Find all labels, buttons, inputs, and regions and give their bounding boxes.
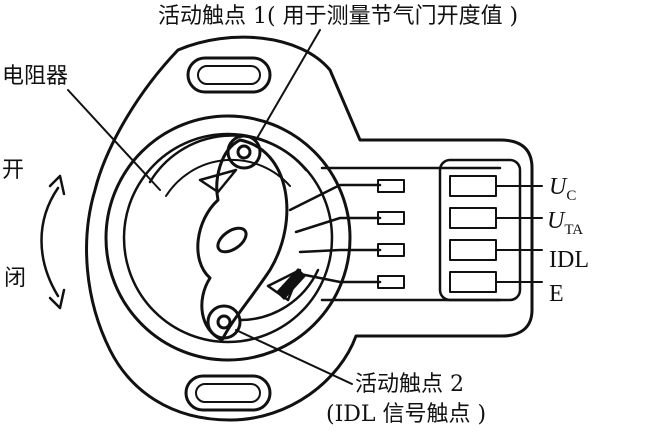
rotor-cam (196, 138, 289, 342)
pin-terminal-uc (377, 179, 405, 193)
leader-resistor (67, 89, 161, 191)
leader-contact1 (255, 29, 321, 141)
rotor-slot (216, 226, 248, 254)
contact1-pivot (226, 134, 262, 170)
inner-chamber-inner (122, 132, 334, 344)
connector-shroud (438, 158, 522, 302)
pin-blade-uta (449, 207, 497, 229)
leader-contact2 (235, 329, 353, 385)
label-close: 闭 (4, 266, 27, 291)
label-contact2: 活动触点 2 (355, 372, 464, 397)
pin-label-idl: IDL (549, 247, 589, 273)
trace-uta (294, 216, 382, 234)
bottom-mount-slot-inner (195, 383, 261, 403)
pin-label-e: E (549, 281, 564, 307)
resistor-track-outer (148, 134, 308, 184)
pin-label-uc: UC (549, 175, 576, 204)
label-contact2-note: (IDL 信号触点 ) (326, 402, 487, 427)
sensor-housing (85, 35, 534, 422)
inner-chamber-outer (104, 114, 352, 362)
trace-uc (288, 183, 382, 212)
pin-blade-uc (449, 175, 497, 197)
pin-terminal-e (377, 275, 405, 289)
contact1-pivot-hole (236, 144, 252, 160)
label-contact1: 活动触点 1( 用于测量节气门开度值 ) (158, 4, 519, 29)
pin-blade-e (449, 271, 497, 293)
pin-uta-sub: TA (564, 222, 584, 238)
top-mount-slot (186, 56, 272, 94)
resistor-track-lower (238, 268, 320, 322)
open-close-arrow (40, 186, 60, 298)
label-open: 开 (2, 158, 25, 183)
pin-uta-main: U (547, 208, 565, 234)
pin-label-uta: UTA (547, 209, 583, 238)
arrow-head-top (48, 174, 66, 196)
pin-blade-idl (449, 239, 497, 261)
wiper-1 (198, 168, 238, 194)
pin-terminal-idl (377, 243, 405, 257)
pin-uc-main: U (549, 174, 567, 200)
resistor-track-inner (165, 158, 291, 197)
pin-uc-sub: C (566, 188, 577, 204)
trace-idl (298, 248, 382, 254)
pin-terminal-uta (377, 211, 405, 225)
contact2-pivot (206, 304, 242, 340)
contact2-pivot-hole (216, 314, 232, 330)
idl-contact-strip (276, 268, 306, 300)
bottom-mount-slot (184, 374, 272, 412)
top-mount-slot-inner (197, 65, 261, 85)
trace-e (298, 272, 382, 284)
arrow-head-bottom (48, 288, 66, 310)
label-resistor: 电阻器 (2, 64, 69, 89)
